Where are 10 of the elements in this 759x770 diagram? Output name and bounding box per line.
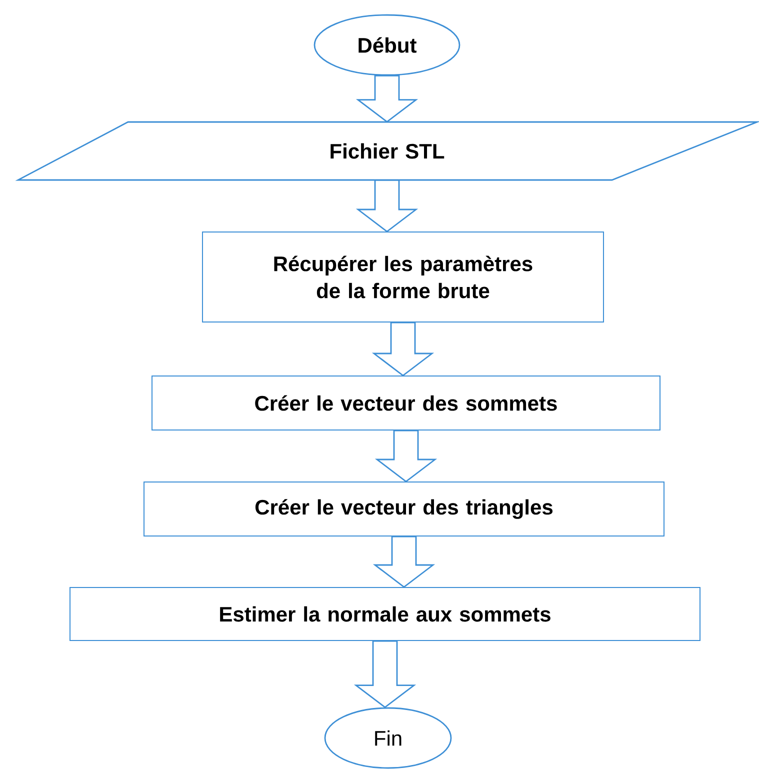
process-box: Créer le vecteur des sommets — [152, 376, 660, 430]
block-arrow — [356, 75, 418, 123]
block-arrow — [354, 640, 416, 708]
process-box: Créer le vecteur des triangles — [144, 482, 664, 536]
block-arrow — [372, 536, 436, 588]
block-arrow — [374, 430, 438, 482]
block-arrow — [372, 322, 434, 376]
block-arrow — [356, 180, 418, 232]
process-box: Estimer la normale aux sommets — [70, 587, 700, 641]
process-box: Récupérer les paramètres de la forme brute — [202, 232, 604, 322]
